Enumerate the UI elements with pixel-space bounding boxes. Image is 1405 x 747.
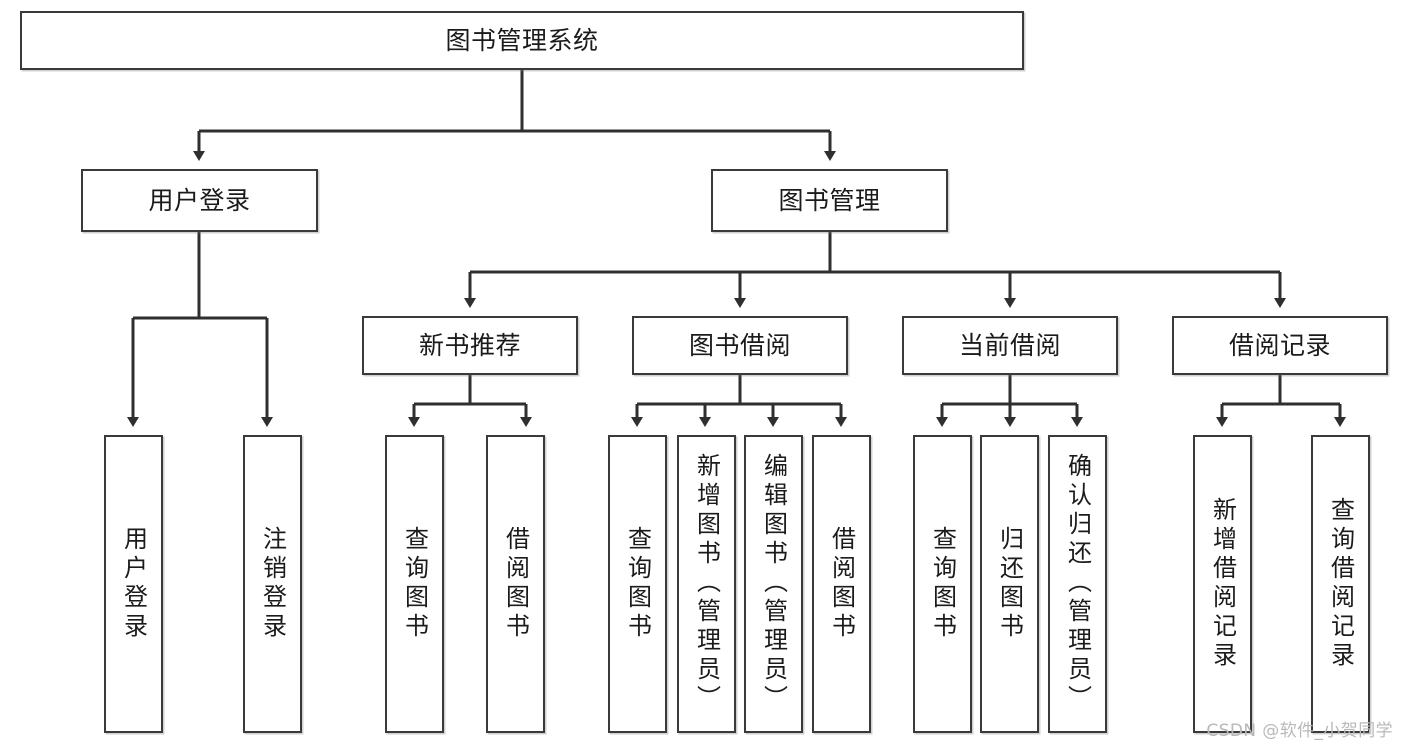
- node-leaf-query-book-1[interactable]: 查询图书: [385, 435, 444, 733]
- node-leaf-return-book-label: 归还图书: [995, 526, 1024, 642]
- node-user-login-label: 用户登录: [148, 185, 251, 215]
- node-leaf-confirm-return[interactable]: 确认归还（管理员）: [1048, 435, 1107, 733]
- node-leaf-query-record-label: 查询借阅记录: [1326, 497, 1355, 671]
- node-leaf-add-record[interactable]: 新增借阅记录: [1193, 435, 1252, 733]
- csdn-watermark: CSDN @软件_小贺同学: [1206, 721, 1393, 741]
- node-leaf-logout[interactable]: 注销登录: [243, 435, 302, 733]
- node-leaf-borrow-book-1-label: 借阅图书: [501, 526, 530, 642]
- node-book-borrow[interactable]: 图书借阅: [632, 316, 848, 375]
- node-current-borrow[interactable]: 当前借阅: [902, 316, 1118, 375]
- node-book-manage-label: 图书管理: [778, 185, 881, 215]
- node-leaf-add-record-label: 新增借阅记录: [1208, 497, 1237, 671]
- node-leaf-query-book-2[interactable]: 查询图书: [608, 435, 667, 733]
- node-leaf-user-login-label: 用户登录: [119, 526, 148, 642]
- node-leaf-logout-label: 注销登录: [258, 526, 287, 642]
- node-book-manage[interactable]: 图书管理: [711, 169, 948, 232]
- node-leaf-query-book-3-label: 查询图书: [928, 526, 957, 642]
- node-leaf-edit-book[interactable]: 编辑图书（管理员）: [744, 435, 803, 733]
- node-leaf-borrow-book-2-label: 借阅图书: [827, 526, 856, 642]
- node-leaf-add-book[interactable]: 新增图书（管理员）: [677, 435, 736, 733]
- node-book-borrow-label: 图书借阅: [688, 330, 791, 360]
- node-leaf-borrow-book-2[interactable]: 借阅图书: [812, 435, 871, 733]
- node-leaf-confirm-return-label: 确认归还（管理员）: [1063, 453, 1092, 714]
- node-borrow-record-label: 借阅记录: [1228, 330, 1331, 360]
- node-leaf-return-book[interactable]: 归还图书: [980, 435, 1039, 733]
- node-new-book-recommend[interactable]: 新书推荐: [362, 316, 578, 375]
- node-leaf-query-book-2-label: 查询图书: [623, 526, 652, 642]
- node-leaf-edit-book-label: 编辑图书（管理员）: [759, 453, 788, 714]
- node-borrow-record[interactable]: 借阅记录: [1172, 316, 1388, 375]
- node-leaf-query-record[interactable]: 查询借阅记录: [1311, 435, 1370, 733]
- node-leaf-query-book-3[interactable]: 查询图书: [913, 435, 972, 733]
- node-user-login[interactable]: 用户登录: [81, 169, 318, 232]
- node-root[interactable]: 图书管理系统: [20, 11, 1024, 70]
- node-new-book-recommend-label: 新书推荐: [418, 330, 521, 360]
- node-leaf-add-book-label: 新增图书（管理员）: [692, 453, 721, 714]
- node-leaf-borrow-book-1[interactable]: 借阅图书: [486, 435, 545, 733]
- node-leaf-user-login[interactable]: 用户登录: [104, 435, 163, 733]
- node-current-borrow-label: 当前借阅: [958, 330, 1061, 360]
- node-leaf-query-book-1-label: 查询图书: [400, 526, 429, 642]
- node-root-label: 图书管理系统: [445, 25, 599, 55]
